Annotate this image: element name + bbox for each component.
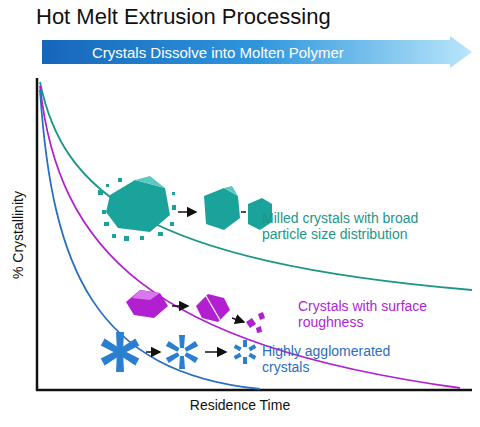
series-label: Crystals with surface roughness bbox=[298, 298, 476, 330]
series-label: Milled crystals with broad particle size… bbox=[262, 210, 462, 242]
arrow bbox=[172, 305, 188, 307]
banner-text: Crystals Dissolve into Molten Polymer bbox=[42, 44, 472, 61]
chart-title: Hot Melt Extrusion Processing bbox=[36, 4, 331, 29]
axis-label: % Crystallinity bbox=[10, 191, 26, 279]
y-axis bbox=[36, 78, 39, 391]
arrow bbox=[146, 351, 160, 353]
arrow bbox=[232, 318, 244, 322]
agglomerated-crystals bbox=[101, 332, 257, 372]
axis-label: Residence Time bbox=[190, 397, 290, 413]
milled-crystals bbox=[98, 176, 272, 241]
banner-arrow: Crystals Dissolve into Molten Polymer bbox=[42, 36, 472, 68]
arrow bbox=[241, 211, 246, 213]
series-label: Highly agglomerated crystals bbox=[262, 343, 402, 375]
blue-curve bbox=[40, 90, 260, 389]
arrow bbox=[205, 351, 226, 353]
rough-crystals bbox=[126, 290, 265, 333]
teal-curve bbox=[40, 82, 472, 290]
arrow bbox=[178, 211, 196, 213]
